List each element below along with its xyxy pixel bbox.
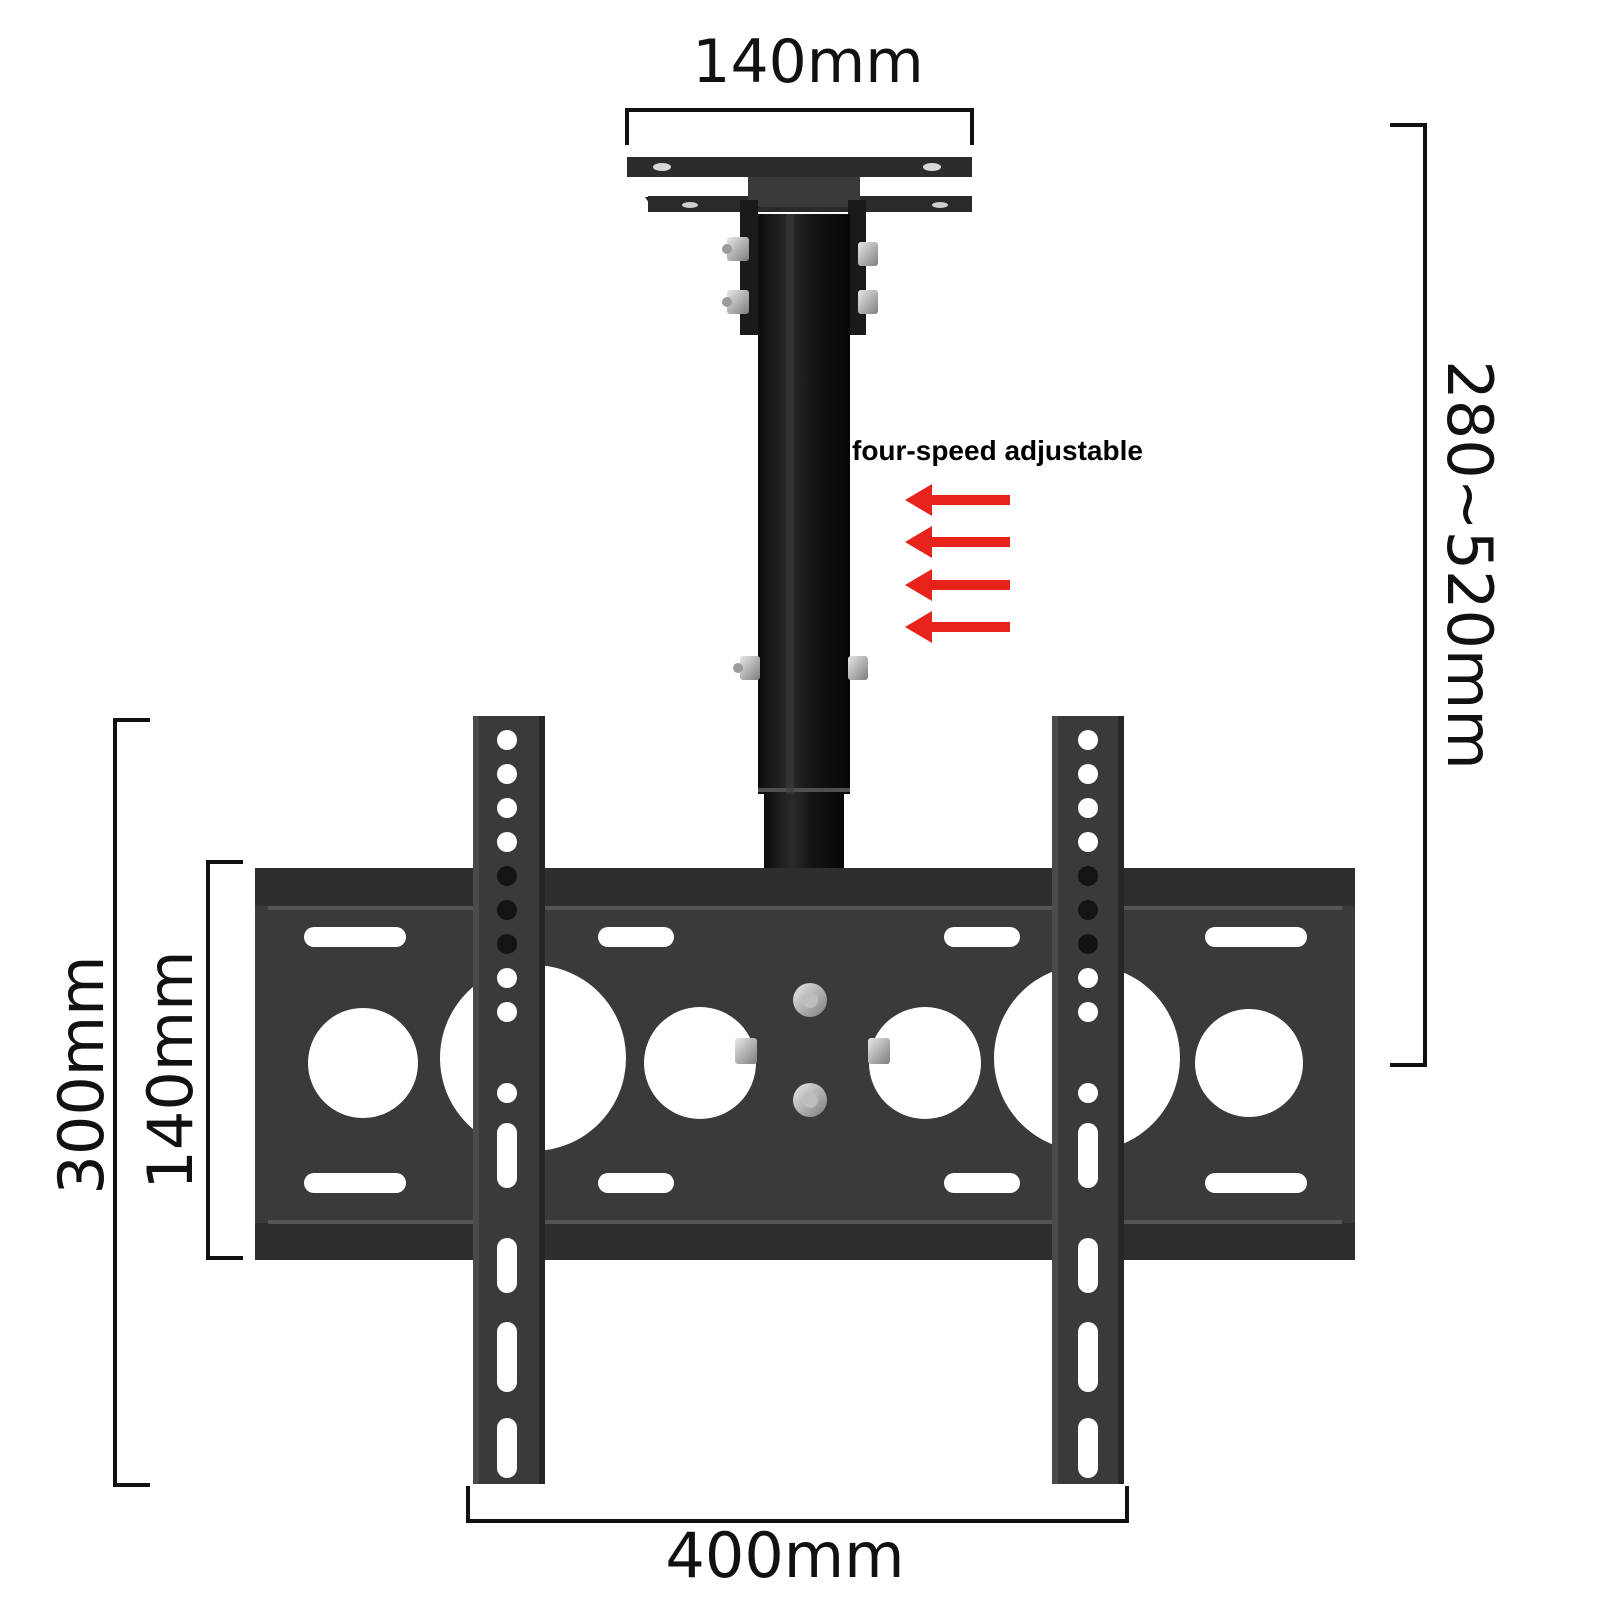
arrow-left-icon — [905, 526, 1010, 558]
bolt-icon — [858, 242, 878, 266]
bracket-width-dimension: 400mm — [466, 1486, 1129, 1592]
bracket-height-bracket-line — [113, 718, 150, 1487]
plate-hole — [644, 1007, 756, 1119]
ceiling-plate — [627, 157, 972, 335]
bolt-icon — [722, 290, 749, 314]
bolt-icon — [793, 1083, 827, 1117]
plate-height-bracket-line — [206, 860, 243, 1260]
outer-pole — [758, 214, 850, 794]
bolt-icon — [793, 983, 827, 1017]
mounting-plate — [255, 868, 1355, 1260]
adjust-label: four-speed adjustable — [852, 435, 1143, 466]
plate-slot — [1205, 1173, 1307, 1193]
plate-slot — [304, 927, 406, 947]
arrow-left-icon — [905, 611, 1010, 643]
arrow-left-icon — [905, 569, 1010, 601]
plate-slot — [598, 927, 674, 947]
pole-bolts — [722, 237, 878, 680]
bolt-icon — [722, 237, 749, 261]
bracket-width-label: 400mm — [665, 1519, 904, 1592]
top-width-dimension: 140mm — [625, 27, 974, 145]
bracket-width-bracket-line — [466, 1486, 1129, 1523]
plate-height-dimension: 140mm — [134, 860, 243, 1260]
plate-hole — [1195, 1009, 1303, 1117]
pole-length-dimension: 280~520mm — [1390, 123, 1506, 1067]
top-width-bracket-line — [625, 108, 974, 145]
bracket-height-dimension: 300mm — [45, 718, 150, 1487]
bolt-icon — [735, 1038, 757, 1064]
left-vertical-arm — [473, 716, 545, 1484]
bolt-icon — [733, 656, 760, 680]
adjust-arrows — [905, 484, 1010, 643]
adjust-annotation: four-speed adjustable — [852, 435, 1143, 643]
inner-pole — [764, 790, 844, 870]
plate-body — [255, 868, 1355, 1260]
pole-length-bracket-line — [1390, 123, 1427, 1067]
plate-slot — [944, 927, 1020, 947]
pole-length-label: 280~520mm — [1433, 360, 1506, 769]
plate-hole — [308, 1008, 418, 1118]
plate-slot — [944, 1173, 1020, 1193]
plate-slot — [1205, 927, 1307, 947]
bolt-icon — [868, 1038, 890, 1064]
arrow-left-icon — [905, 484, 1010, 516]
plate-slot — [598, 1173, 674, 1193]
top-width-label: 140mm — [692, 27, 923, 97]
plate-height-label: 140mm — [134, 950, 207, 1189]
plate-hole — [869, 1007, 981, 1119]
plate-slot — [304, 1173, 406, 1193]
telescopic-pole — [758, 214, 850, 870]
right-vertical-arm — [1052, 716, 1124, 1484]
bracket-height-label: 300mm — [45, 955, 118, 1194]
bolt-icon — [848, 656, 868, 680]
bolt-icon — [858, 290, 878, 314]
